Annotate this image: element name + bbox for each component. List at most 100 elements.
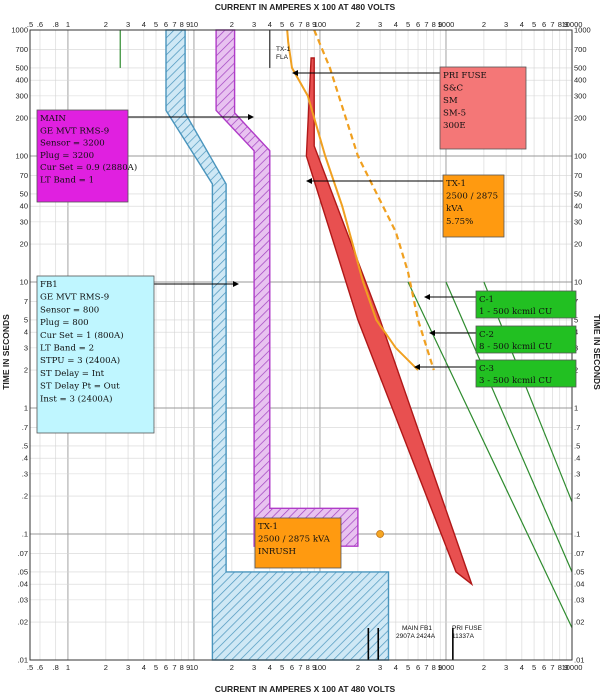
fb1-label-line: Inst = 3 (2400A) <box>40 393 112 404</box>
x-tick-label-bottom: 3 <box>504 663 508 672</box>
x-tick-label-bottom: 9 <box>186 663 190 672</box>
x-tick-label-top: 10 <box>190 20 198 29</box>
x-tick-label-bottom: 6 <box>542 663 546 672</box>
x-tick-label-top: 6 <box>290 20 294 29</box>
x-tick-label-top: 2 <box>230 20 234 29</box>
x-tick-label-bottom: 3 <box>378 663 382 672</box>
y-tick-label-right: 70 <box>574 171 582 180</box>
y-tick-label-right: .3 <box>574 469 580 478</box>
tx1-fla-label-line2: FLA <box>276 54 289 61</box>
y-tick-label-right: .03 <box>574 595 584 604</box>
y-axis-title-right: TIME IN SECONDS <box>592 314 600 390</box>
tick-labels: .5.5.6.6.8.81122334455667788991010223344… <box>11 20 590 672</box>
x-tick-label-top: 100 <box>314 20 327 29</box>
y-tick-label-right: 1000 <box>574 26 591 35</box>
y-tick-label-left: .1 <box>22 530 28 539</box>
main-label-line: LT Band = 1 <box>40 176 94 186</box>
pri-fuse-label-line: 300E <box>443 121 466 131</box>
fb1-label-line: Cur Set = 1 (800A) <box>40 330 124 341</box>
y-tick-label-left: .3 <box>22 469 28 478</box>
y-tick-label-right: 1 <box>574 404 578 413</box>
x-axis-title-top: CURRENT IN AMPERES X 100 AT 480 VOLTS <box>215 2 396 12</box>
c1-label-line: C-1 <box>479 295 494 305</box>
x-tick-label-top: 10000 <box>562 20 583 29</box>
y-tick-label-left: .03 <box>18 595 28 604</box>
y-tick-label-right: 20 <box>574 240 582 249</box>
x-tick-label-top: 2 <box>482 20 486 29</box>
y-tick-label-left: .5 <box>22 441 28 450</box>
x-tick-label-bottom: 10 <box>190 663 198 672</box>
y-tick-label-right: 400 <box>574 76 587 85</box>
tx1-inrush-point <box>376 530 384 538</box>
y-tick-label-left: .04 <box>18 580 28 589</box>
pri-fuse-leader-arrow <box>292 70 298 76</box>
x-tick-label-bottom: 2 <box>482 663 486 672</box>
x-tick-label-bottom: 4 <box>142 663 146 672</box>
pri-fuse-label-line: PRI FUSE <box>443 71 487 81</box>
y-tick-label-left: .7 <box>22 423 28 432</box>
y-tick-label-left: 300 <box>15 91 28 100</box>
fb1-label-line: LT Band = 2 <box>40 344 94 354</box>
y-tick-label-left: 1000 <box>11 26 28 35</box>
x-axis-title-bottom: CURRENT IN AMPERES X 100 AT 480 VOLTS <box>215 684 396 694</box>
y-tick-label-right: 200 <box>574 114 587 123</box>
y-tick-label-left: 1 <box>24 404 28 413</box>
c2-cable-line <box>445 281 573 573</box>
y-tick-label-right: .4 <box>574 454 580 463</box>
x-tick-label-bottom: 4 <box>520 663 524 672</box>
x-tick-label-bottom: 4 <box>394 663 398 672</box>
x-tick-label-top: 4 <box>394 20 398 29</box>
pri-fuse-marker-label: PRI FUSE <box>452 625 483 632</box>
x-tick-label-bottom: 9 <box>564 663 568 672</box>
x-tick-label-top: 3 <box>504 20 508 29</box>
y-tick-label-right: 300 <box>574 91 587 100</box>
fb1-label-line: ST Delay = Int <box>40 369 105 379</box>
x-tick-label-bottom: 8 <box>432 663 436 672</box>
c2-leader-arrow <box>429 330 435 336</box>
x-tick-label-bottom: 2 <box>356 663 360 672</box>
y-tick-label-left: .02 <box>18 618 28 627</box>
x-tick-label-top: 3 <box>252 20 256 29</box>
pri-fuse-label-box <box>439 66 527 150</box>
x-tick-label-top: 8 <box>180 20 184 29</box>
x-tick-label-top: 9 <box>438 20 442 29</box>
x-tick-label-bottom: .6 <box>37 663 43 672</box>
x-tick-label-bottom: 5 <box>532 663 536 672</box>
x-tick-label-top: .5 <box>27 20 33 29</box>
y-tick-label-left: 4 <box>24 328 28 337</box>
leader-lines <box>128 70 476 370</box>
y-tick-label-right: .05 <box>574 567 584 576</box>
x-tick-label-top: 3 <box>378 20 382 29</box>
fb1-label-line: ST Delay Pt = Out <box>40 382 120 392</box>
y-tick-label-right: 40 <box>574 202 582 211</box>
c1-label-box <box>475 290 577 319</box>
tx1-damage-curve-dashed <box>313 29 435 371</box>
pri-fuse-band <box>305 57 474 587</box>
y-tick-label-left: 10 <box>20 278 28 287</box>
c3-label-line: 3 - 500 kcmil CU <box>479 376 552 386</box>
x-tick-label-bottom: 6 <box>416 663 420 672</box>
x-tick-label-top: 6 <box>542 20 546 29</box>
c1-cable-line <box>407 281 573 629</box>
x-tick-label-top: 8 <box>558 20 562 29</box>
y-tick-label-right: 50 <box>574 189 582 198</box>
x-tick-label-bottom: 1000 <box>438 663 455 672</box>
main-fb1-marker-values: 2907A 2424A <box>396 633 436 640</box>
main-label-line: Sensor = 3200 <box>40 139 105 149</box>
x-tick-label-bottom: 7 <box>550 663 554 672</box>
x-tick-label-top: 9 <box>312 20 316 29</box>
x-tick-label-bottom: 5 <box>154 663 158 672</box>
c3-label-line: C-3 <box>479 364 494 374</box>
y-tick-label-left: 40 <box>20 202 28 211</box>
x-tick-label-bottom: 7 <box>298 663 302 672</box>
y-tick-label-left: 7 <box>24 297 28 306</box>
fb1-label-box <box>36 275 155 434</box>
y-tick-label-right: .02 <box>574 618 584 627</box>
y-tick-label-right: .04 <box>574 580 584 589</box>
x-tick-label-top: 2 <box>356 20 360 29</box>
y-tick-label-left: .2 <box>22 492 28 501</box>
x-tick-label-top: 7 <box>424 20 428 29</box>
tx1-label-line: kVA <box>446 204 464 214</box>
